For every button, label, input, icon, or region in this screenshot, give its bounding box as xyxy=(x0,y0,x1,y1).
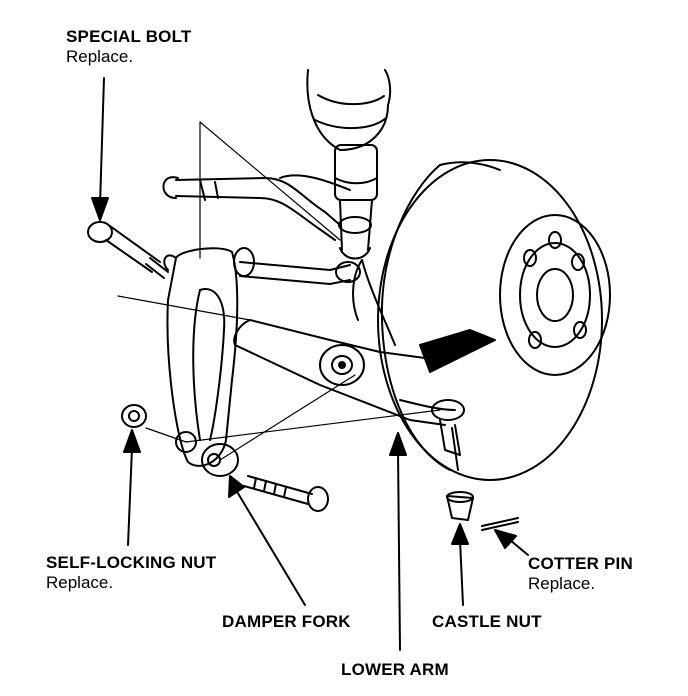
leader-self-locking-nut xyxy=(123,429,141,546)
label-special-bolt: SPECIAL BOLT Replace. xyxy=(66,27,192,66)
tie-rod xyxy=(233,247,361,285)
strut-assembly xyxy=(306,69,392,260)
cotter-pin-name: COTTER PIN xyxy=(528,554,633,573)
damper-fork-shape xyxy=(163,247,239,477)
label-lower-arm: LOWER ARM xyxy=(341,660,449,680)
label-damper-fork: DAMPER FORK xyxy=(222,612,351,632)
cotter-pin-shape xyxy=(481,517,519,531)
special-bolt-name: SPECIAL BOLT xyxy=(66,27,192,46)
leader-special-bolt xyxy=(91,77,109,221)
leader-cotter-pin xyxy=(494,529,529,556)
special-bolt-note: Replace. xyxy=(66,46,134,66)
self-locking-nut-note: Replace. xyxy=(46,572,114,592)
guide-lines xyxy=(117,121,441,461)
ball-joint xyxy=(419,329,496,471)
cotter-pin-note: Replace. xyxy=(528,573,596,593)
knuckle-shape xyxy=(352,259,456,411)
damper-fork-name: DAMPER FORK xyxy=(222,612,351,631)
castle-nut-name: CASTLE NUT xyxy=(432,612,542,631)
lower-arm-shape xyxy=(233,319,446,426)
leader-castle-nut xyxy=(451,523,469,606)
fork-bolt-shape xyxy=(243,475,329,512)
brake-disc xyxy=(377,159,611,481)
label-cotter-pin: COTTER PIN Replace. xyxy=(528,554,633,593)
self-locking-nut-name: SELF-LOCKING NUT xyxy=(46,553,217,572)
self-locking-nut-shape xyxy=(121,404,147,428)
lower-arm-name: LOWER ARM xyxy=(341,660,449,679)
label-self-locking-nut: SELF-LOCKING NUT Replace. xyxy=(46,553,216,592)
label-castle-nut: CASTLE NUT xyxy=(432,612,542,632)
castle-nut-shape xyxy=(446,491,474,521)
upper-link xyxy=(162,174,351,241)
leader-lower-arm xyxy=(389,432,407,651)
special-bolt-shape xyxy=(87,221,169,279)
leader-damper-fork xyxy=(228,475,306,606)
